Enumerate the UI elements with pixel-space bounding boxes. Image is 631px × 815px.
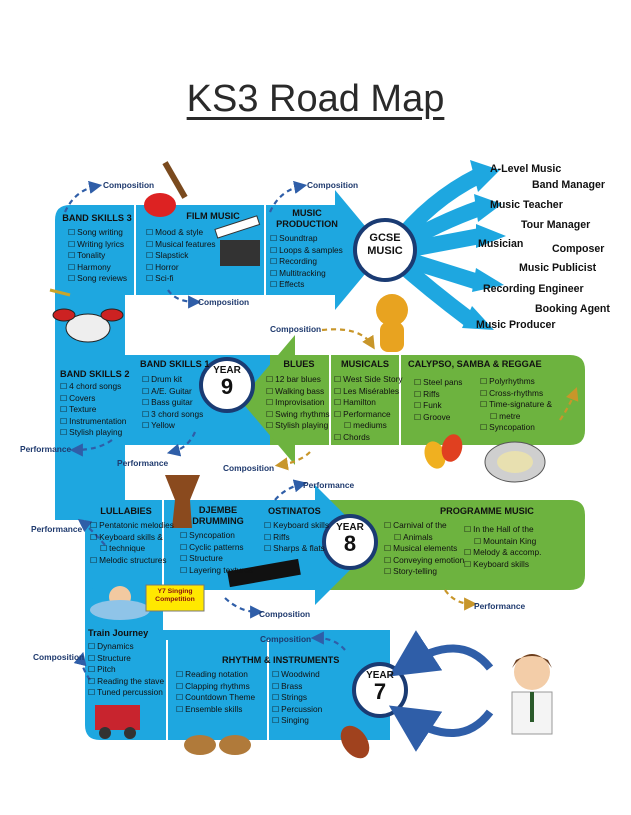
blues-title: BLUES (283, 359, 315, 369)
lullabies-list: Pentatonic melodiesKeyboard skills &tech… (90, 520, 174, 566)
rhythm-title: RHYTHM & INSTRUMENTS (222, 655, 340, 665)
band-skills-2-list: 4 chord songsCoversTextureInstrumentatio… (60, 381, 126, 439)
baby-icon (90, 586, 150, 620)
band-skills-3-list: Song writingWriting lyricsTonalityHarmon… (68, 227, 127, 285)
composition-label: Composition (259, 609, 311, 619)
year7-circle (352, 662, 408, 718)
blues-list: 12 bar bluesWalking bassImprovisationSwi… (266, 374, 329, 432)
composition-arc-3 (167, 289, 202, 309)
career-recording-engineer: Recording Engineer (483, 283, 584, 295)
composition-label: Composition (270, 324, 322, 334)
djembe-list: SyncopationCyclic patternsStructureLayer… (180, 530, 253, 576)
career-booking-agent: Booking Agent (535, 303, 610, 315)
djembe-icon (165, 475, 200, 528)
ostinatos-list: Keyboard skillsRiffsSharps & flats (264, 520, 329, 555)
career-music-publicist: Music Publicist (519, 262, 597, 274)
music-production-list: SoundtrapLoops & samplesRecordingMultitr… (270, 233, 343, 291)
career-tour-manager: Tour Manager (521, 219, 591, 231)
loop-arrow-bottom (388, 705, 494, 752)
band-skills-1-title: BAND SKILLS 1 (140, 359, 210, 369)
career-music-producer: Music Producer (476, 319, 556, 331)
career-arrow-heads (462, 160, 506, 330)
musicals-title: MUSICALS (341, 359, 389, 369)
composition-arc-8 (310, 631, 346, 651)
rhythm-list-a: Reading notationClapping rhythmsCountdow… (176, 669, 255, 715)
composition-arc-7 (224, 597, 264, 619)
film-music-title: FILM MUSIC (186, 211, 240, 221)
programme-list-b: In the Hall of theMountain KingMelody & … (464, 524, 541, 570)
student-avatar-icon (511, 654, 553, 735)
competition-badge (145, 584, 205, 612)
career-band-manager: Band Manager (532, 179, 605, 191)
career-a-level-music: A-Level Music (490, 163, 562, 175)
clapperboard-icon (214, 215, 261, 266)
musicals-list: West Side StoryLes MisérablesHamiltonPer… (334, 374, 402, 444)
film-music-list: Mood & styleMusical featuresSlapstickHor… (146, 227, 215, 285)
rhythm-list-b: WoodwindBrassStringsPercussionSinging (272, 669, 322, 727)
performance-arc-5 (444, 589, 478, 611)
lion-icon (376, 294, 408, 352)
steel-pan-icon (484, 441, 546, 483)
composition-arc-6 (559, 387, 579, 421)
composition-label: Composition (103, 180, 155, 190)
band-skills-3-title: BAND SKILLS 3 (62, 213, 132, 223)
composition-arc-4 (321, 328, 375, 350)
lullabies-title: LULLABIES (100, 506, 152, 516)
train-icon (95, 705, 140, 739)
violin-icon (340, 725, 370, 759)
keyboard-icon (227, 558, 301, 588)
performance-label: Performance (303, 480, 355, 490)
performance-arc-1 (69, 439, 113, 457)
band-skills-2-title: BAND SKILLS 2 (60, 369, 130, 379)
composition-arc-1 (63, 180, 103, 213)
programme-music-title: PROGRAMME MUSIC (440, 506, 534, 516)
calypso-list-b: PolyrhythmsCross-rhythmsTime-signature &… (480, 376, 552, 434)
train-journey-title: Train Journey (88, 628, 149, 638)
composition-label: Composition (223, 463, 275, 473)
composition-arc-2 (268, 180, 308, 213)
career-composer: Composer (552, 243, 605, 255)
performance-arc-3 (274, 479, 308, 501)
composition-arc-5 (274, 451, 311, 471)
career-musician: Musician (478, 238, 524, 250)
page-title: KS3 Road Map (186, 78, 445, 120)
drum-kit-icon (49, 288, 124, 343)
composition-label: Composition (198, 297, 250, 307)
band-skills-1-list: Drum kitA/E. GuitarBass guitar3 chord so… (142, 374, 203, 432)
train-journey-list: DynamicsStructurePitchReading the staveT… (88, 641, 164, 699)
bongos-icon (184, 735, 251, 755)
composition-label: Composition (33, 652, 85, 662)
composition-label: Composition (307, 180, 359, 190)
loop-arrow-top (388, 630, 494, 677)
maracas-icon (424, 434, 463, 469)
career-music-teacher: Music Teacher (490, 199, 563, 211)
composition-label: Composition (260, 634, 312, 644)
performance-label: Performance (474, 601, 526, 611)
programme-list-a: Carnival of theAnimalsMusical elementsCo… (384, 520, 464, 578)
performance-label: Performance (117, 458, 169, 468)
performance-arc-2 (166, 431, 197, 457)
performance-label: Performance (20, 444, 72, 454)
calypso-title: CALYPSO, SAMBA & REGGAE (408, 359, 542, 369)
performance-label: Performance (31, 524, 83, 534)
guitar-icon (144, 161, 188, 217)
gcse-circle (353, 218, 417, 282)
ostinatos-title: OSTINATOS (268, 506, 321, 516)
calypso-list-a: Steel pansRiffsFunkGroove (414, 377, 462, 423)
